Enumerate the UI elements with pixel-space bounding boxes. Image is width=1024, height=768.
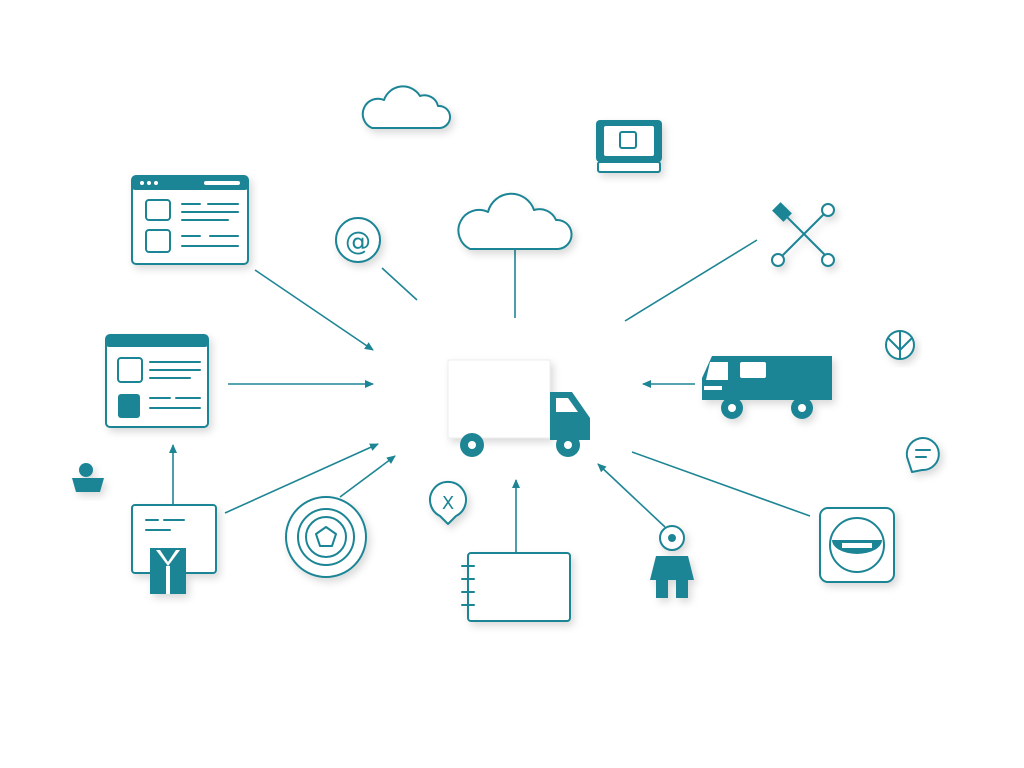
delivery-truck-icon	[447, 359, 590, 457]
badge-icon	[285, 496, 367, 578]
cloud-icon	[457, 192, 573, 250]
notebook-icon	[461, 552, 571, 622]
line-connector	[624, 239, 758, 322]
monitor-device-icon	[596, 120, 662, 173]
connectors	[169, 239, 811, 552]
arrow-connector	[597, 463, 666, 528]
bus-icon	[702, 356, 832, 419]
at-sign-icon: @	[335, 217, 381, 263]
basket-icon	[72, 463, 104, 492]
svg-text:@: @	[345, 227, 371, 257]
helmet-icon	[819, 507, 895, 583]
chat-bubble-icon	[905, 437, 940, 473]
line-connector	[631, 451, 811, 517]
line-connector	[381, 267, 418, 301]
document-icon	[131, 504, 217, 594]
browser-window-icon	[131, 175, 249, 265]
tools-icon	[771, 202, 835, 267]
browser-window-icon	[105, 334, 209, 428]
globe-icon	[885, 330, 915, 360]
arrow-connector	[339, 455, 396, 498]
close-pin-icon: X	[429, 480, 467, 525]
cloud-icon	[361, 85, 452, 129]
arrow-connector	[254, 269, 374, 351]
person-icon	[650, 525, 694, 598]
svg-text:X: X	[442, 493, 454, 514]
arrow-connector	[224, 443, 379, 514]
